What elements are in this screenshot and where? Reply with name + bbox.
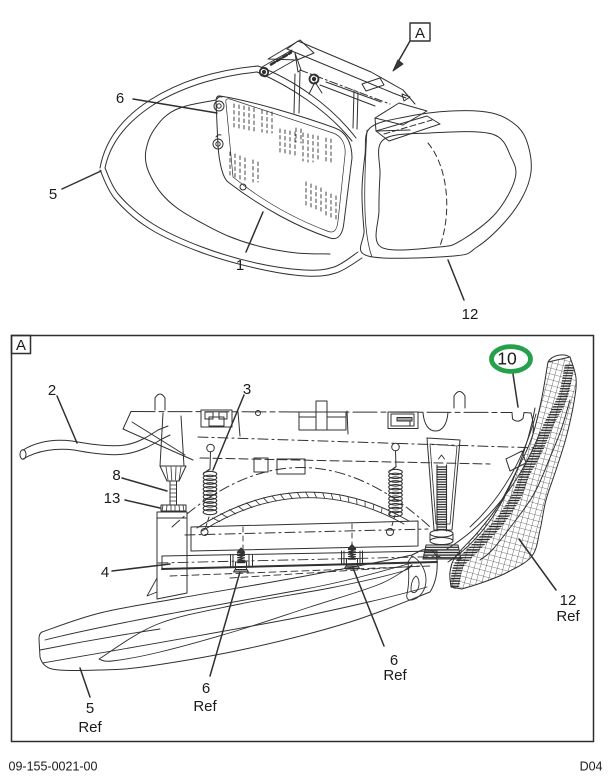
- svg-text:09-155-0021-00: 09-155-0021-00: [9, 760, 98, 774]
- svg-text:A: A: [415, 25, 425, 42]
- svg-text:2: 2: [48, 382, 56, 399]
- svg-text:13: 13: [104, 490, 121, 507]
- svg-text:8: 8: [112, 467, 120, 484]
- svg-text:D04: D04: [580, 760, 603, 774]
- svg-text:3: 3: [243, 381, 251, 398]
- svg-text:12: 12: [560, 592, 577, 609]
- svg-text:Ref: Ref: [78, 719, 102, 736]
- svg-text:6: 6: [116, 90, 124, 107]
- svg-text:5: 5: [49, 186, 57, 203]
- svg-text:6: 6: [390, 652, 398, 669]
- svg-text:10: 10: [497, 349, 517, 369]
- svg-text:5: 5: [86, 700, 94, 717]
- svg-text:Ref: Ref: [383, 667, 407, 684]
- svg-text:4: 4: [101, 564, 109, 581]
- svg-text:1: 1: [236, 257, 244, 274]
- svg-text:Ref: Ref: [556, 608, 580, 625]
- svg-text:12: 12: [462, 306, 479, 323]
- svg-text:6: 6: [202, 680, 210, 697]
- svg-text:Ref: Ref: [193, 698, 217, 715]
- svg-text:A: A: [16, 337, 26, 354]
